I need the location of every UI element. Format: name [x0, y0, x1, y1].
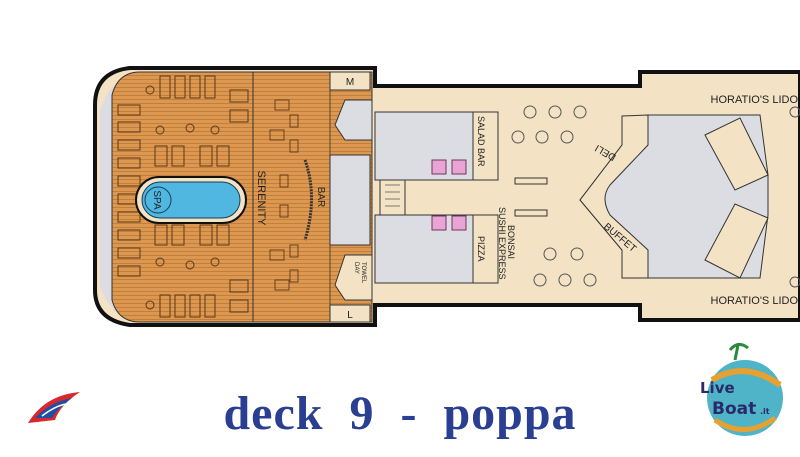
page-title: deck 9 - poppa — [223, 387, 577, 440]
towel-label-2: DAY — [353, 262, 359, 274]
elevator-l — [329, 304, 371, 323]
bar-label: BAR — [315, 187, 326, 208]
salad-bar-label: SALAD BAR — [476, 116, 486, 167]
bar-seating — [269, 99, 299, 291]
bar-service-area — [329, 154, 371, 246]
buffet-counter — [579, 114, 649, 279]
counter — [514, 209, 548, 217]
pizza — [472, 214, 499, 284]
loungers — [117, 75, 249, 318]
stairs — [379, 179, 406, 216]
pizza-label: PIZZA — [476, 236, 486, 262]
spa-tub — [144, 186, 172, 214]
service-room — [334, 99, 373, 141]
towel-label: TOWEL — [360, 262, 366, 284]
buffet-station-bottom — [704, 203, 769, 279]
bonsai-label: BONSAI — [506, 225, 516, 259]
sushi-express-label: SUSHI EXPRESS — [497, 207, 507, 280]
carnival-logo — [28, 392, 80, 423]
svg-text:.it: .it — [760, 407, 770, 416]
bar-counter — [303, 159, 313, 241]
dining-tables — [511, 105, 800, 288]
restroom-icons — [431, 159, 467, 231]
spa-label: SPA — [151, 190, 162, 210]
serenity-label: SERENITY — [255, 170, 267, 226]
lido-bottom-label: HORATIO'S LIDO — [711, 295, 799, 307]
counter — [514, 177, 548, 185]
stair-steps — [385, 184, 400, 207]
salad-bar — [472, 111, 499, 181]
elevator-l-label: L — [347, 310, 353, 321]
lido-top-label: HORATIO'S LIDO — [711, 94, 799, 106]
elevator-m-label: M — [346, 77, 354, 88]
elevator-m — [329, 71, 371, 91]
liveboat-logo: Live Boat .it — [700, 343, 783, 436]
svg-text:Boat: Boat — [712, 399, 756, 419]
svg-text:Live: Live — [700, 379, 735, 397]
buffet-station-top — [704, 117, 769, 191]
towel-day-room — [334, 254, 373, 301]
